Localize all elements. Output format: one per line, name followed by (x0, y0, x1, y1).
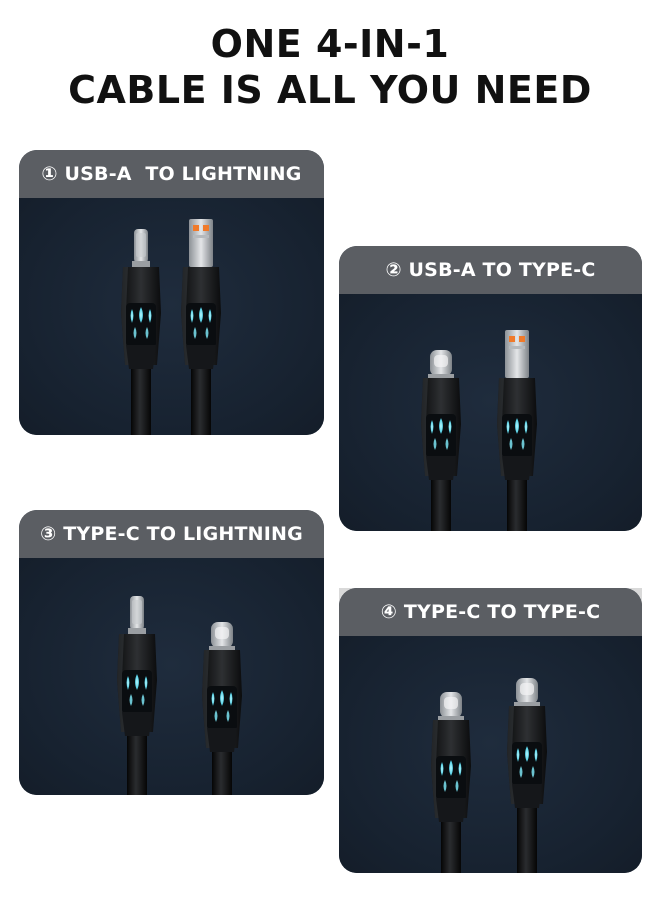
panel-title: ① USB-A TO LIGHTNING (19, 150, 324, 198)
panel-title: ② USB-A TO TYPE-C (339, 246, 642, 294)
panel-typec-to-typec: ④ TYPE-C TO TYPE-C (339, 588, 642, 873)
product-photo-usba-lightning (19, 198, 324, 435)
panel-title: ③ TYPE-C TO LIGHTNING (19, 510, 324, 558)
product-photo-typec-typec (339, 636, 642, 873)
cable-illustration (117, 596, 242, 795)
panel-usba-to-typec: ② USB-A TO TYPE-C (339, 246, 642, 531)
panel-usba-to-lightning: ① USB-A TO LIGHTNING (19, 150, 324, 435)
product-photo-usba-typec (339, 294, 642, 531)
cable-illustration (431, 678, 547, 873)
product-photo-typec-lightning (19, 558, 324, 795)
panel-title: ④ TYPE-C TO TYPE-C (339, 588, 642, 636)
cable-illustration (121, 219, 221, 435)
cable-illustration (421, 330, 537, 531)
panel-typec-to-lightning: ③ TYPE-C TO LIGHTNING (19, 510, 324, 795)
headline-line-1: ONE 4-IN-1 (210, 22, 450, 66)
headline-line-2: CABLE IS ALL YOU NEED (68, 68, 592, 112)
